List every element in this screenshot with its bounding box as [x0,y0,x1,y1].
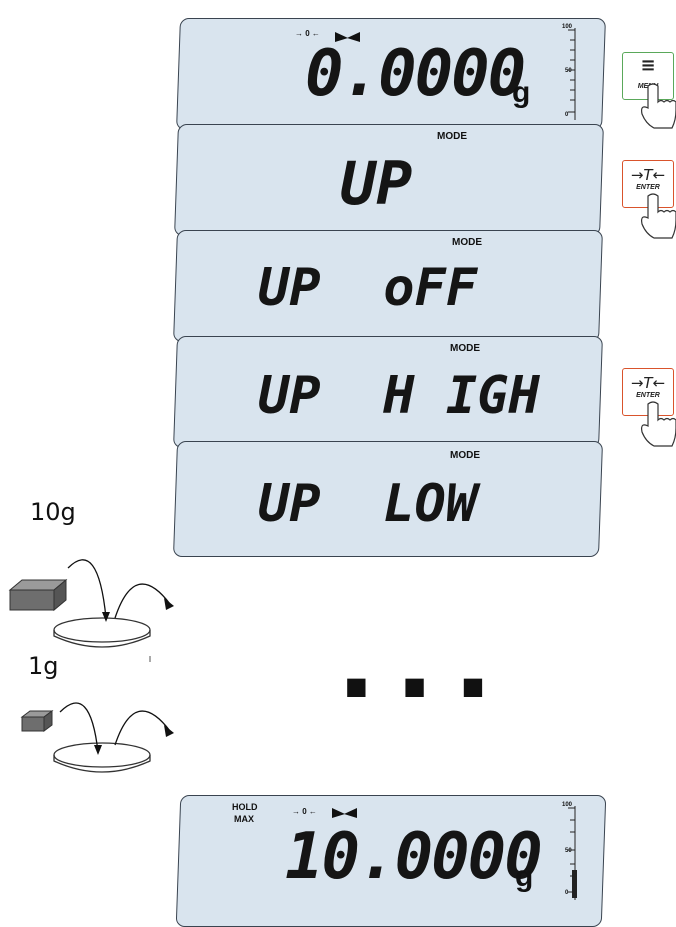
arrowhead-icon [94,725,174,755]
menu-icon: ≡ [640,55,656,76]
scale-bar [568,28,576,120]
enter-button[interactable]: →T← ENTER [622,160,674,208]
enter-button-label: ENTER [636,184,660,191]
weight-label-1g: 1g [28,652,59,680]
illustration-layer [8,28,676,900]
scale-mid: 50 [565,68,572,74]
stability-indicator-icon [332,808,357,818]
scale-fill [572,870,577,898]
scale-bot: 0 [565,890,569,896]
scale-top: 100 [562,802,573,808]
display-value: UP oFF [258,258,478,318]
scale-mid: 50 [565,848,572,854]
weight-block-icon [20,710,54,732]
weighing-pan-icon [53,742,151,773]
weight-label-10g: 10g [30,498,76,526]
arrowhead-icon [102,598,174,622]
display-value: 0.0000 [305,37,526,111]
pointing-hand-icon [641,193,676,239]
scale-bot: 0 [565,112,569,118]
curved-arrow-icon [59,702,171,753]
max-label: MAX [234,814,254,824]
enter-button-label: ENTER [636,392,660,399]
ellipsis: ■ ■ ■ [345,672,499,700]
mode-label: MODE [450,450,480,461]
pointing-hand-icon [641,83,676,129]
weight-block-icon [8,578,68,612]
stability-indicator-icon [335,32,360,42]
display-value: UP LOW [258,474,478,534]
display-value: 10.0000 [285,820,543,894]
unit-label: g [512,76,531,109]
hold-label: HOLD [232,802,258,812]
weighing-pan-icon [53,617,151,648]
mode-label: MODE [452,237,482,248]
zero-indicator: → 0 ← [292,807,317,816]
display-value: UP [340,149,413,219]
pointing-hand-icon [641,401,676,447]
mode-label: MODE [437,131,467,142]
mode-label: MODE [450,343,480,354]
unit-label: g [515,860,534,893]
zero-indicator: → 0 ← [295,29,320,38]
display-value: UP H IGH [258,366,540,426]
scale-top: 100 [562,24,573,30]
curved-arrow-icon [67,559,171,619]
tare-symbol: →T← [630,374,666,392]
tare-symbol: →T← [630,166,666,184]
